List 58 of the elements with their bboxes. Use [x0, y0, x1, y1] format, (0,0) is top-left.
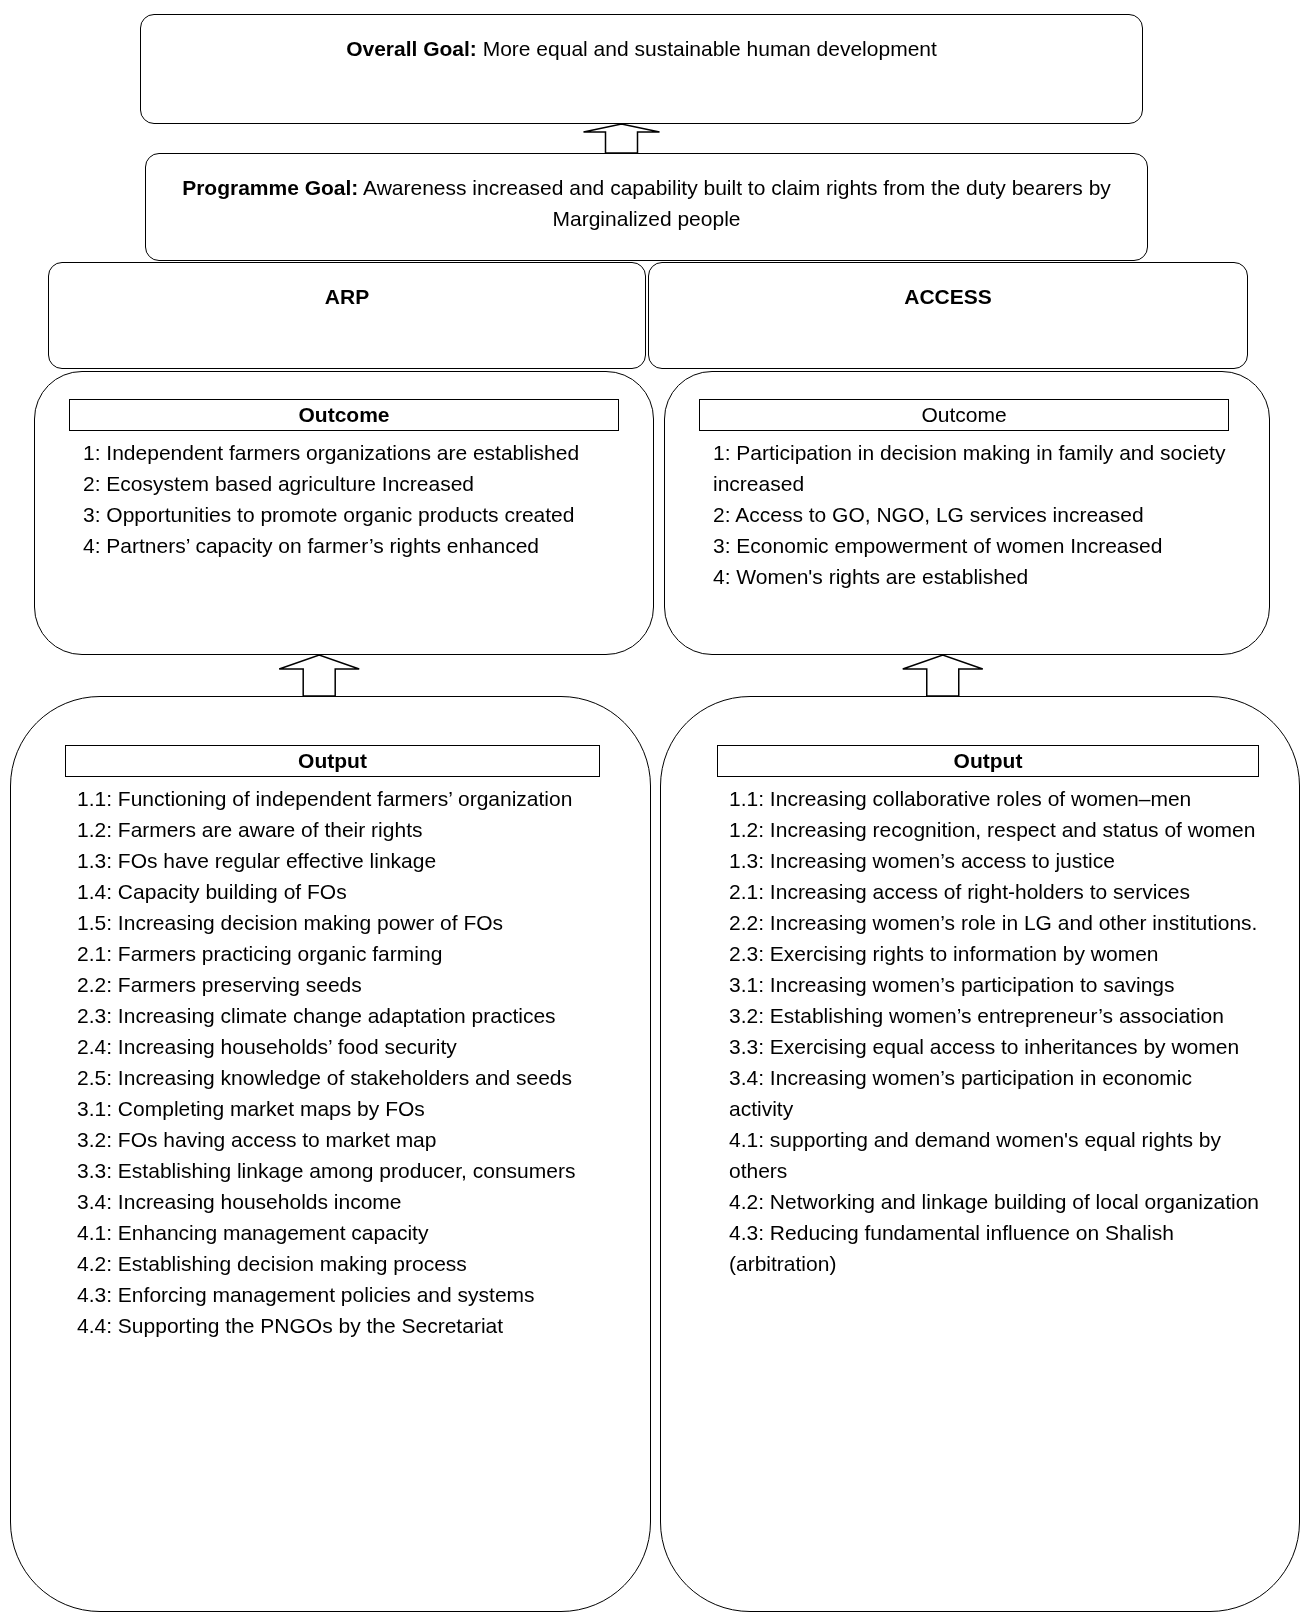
programme-box [48, 262, 646, 369]
goal-text: Programme Goal: Awareness increased and capability built to claim rights from the duty bearers by Marginalized people [181, 175, 1112, 232]
list-item: 3.4: Increasing households income [77, 1189, 403, 1215]
list-item: 2.2: Farmers preserving seeds [77, 972, 363, 998]
block-arrow [278, 654, 360, 697]
list-item: 4.4: Supporting the PNGOs by the Secretariat [77, 1313, 505, 1339]
list-item: 3.2: FOs having access to market map [77, 1127, 438, 1153]
list-item: 3.1: Completing market maps by FOs [77, 1096, 426, 1122]
list-item: 1.1: Functioning of independent farmers’ organization [77, 786, 574, 812]
list-item: 4: Women's rights are established [713, 564, 1030, 590]
list-item: 2.5: Increasing knowledge of stakeholders and seeds [77, 1065, 573, 1091]
list-item: 2: Access to GO, NGO, LG services increased [713, 502, 1145, 528]
goal-text: Overall Goal: More equal and sustainable human development [345, 36, 938, 62]
list-item: 3.4: Increasing women’s participation in economic activity [729, 1065, 1194, 1122]
list-item: 3.3: Establishing linkage among producer, consumers [77, 1158, 577, 1184]
list-item: 1.4: Capacity building of FOs [77, 879, 348, 905]
programme-title: ARP [323, 284, 371, 310]
list-item: 1.5: Increasing decision making power of FOs [77, 910, 505, 936]
list-item: 1: Independent farmers organizations are established [83, 440, 581, 466]
section-heading: Outcome [699, 399, 1229, 431]
block-arrow [582, 123, 661, 154]
list-item: 1.2: Farmers are aware of their rights [77, 817, 424, 843]
output-box [660, 696, 1300, 1612]
list-item: 4.1: Enhancing management capacity [77, 1220, 430, 1246]
list-item: 4.2: Networking and linkage building of local organization [729, 1189, 1259, 1215]
list-item: 3: Economic empowerment of women Increased [713, 533, 1164, 559]
section-heading: Output [717, 745, 1259, 777]
programme-title: ACCESS [903, 284, 993, 310]
goal-box [140, 14, 1143, 124]
list-item: 2.3: Increasing climate change adaptation practices [77, 1003, 557, 1029]
list-item: 2.1: Increasing access of right-holders to services [729, 879, 1192, 905]
output-box [10, 696, 651, 1612]
list-item: 4.1: supporting and demand women's equal rights by others [729, 1127, 1222, 1184]
section-heading: Outcome [69, 399, 619, 431]
list-item: 1: Participation in decision making in family and society increased [713, 440, 1227, 497]
list-item: 4: Partners’ capacity on farmer’s rights enhanced [83, 533, 540, 559]
list-item: 1.3: FOs have regular effective linkage [77, 848, 438, 874]
list-item: 4.2: Establishing decision making process [77, 1251, 468, 1277]
outcome-box [34, 371, 654, 655]
list-item: 3.3: Exercising equal access to inheritances by women [729, 1034, 1241, 1060]
block-arrow [902, 654, 984, 697]
outcome-box [664, 371, 1270, 655]
list-item: 1.2: Increasing recognition, respect and status of women [729, 817, 1257, 843]
list-item: 2.1: Farmers practicing organic farming [77, 941, 444, 967]
list-item: 2.4: Increasing households’ food security [77, 1034, 458, 1060]
list-item: 3: Opportunities to promote organic products created [83, 502, 576, 528]
list-item: 2.2: Increasing women’s role in LG and other institutions. [729, 910, 1259, 936]
list-item: 1.3: Increasing women’s access to justice [729, 848, 1116, 874]
section-heading: Output [65, 745, 600, 777]
list-item: 4.3: Reducing fundamental influence on Shalish (arbitration) [729, 1220, 1175, 1277]
goal-box [145, 153, 1148, 261]
list-item: 3.1: Increasing women’s participation to savings [729, 972, 1176, 998]
list-item: 3.2: Establishing women’s entrepreneur’s association [729, 1003, 1225, 1029]
list-item: 2: Ecosystem based agriculture Increased [83, 471, 476, 497]
programme-box [648, 262, 1248, 369]
list-item: 1.1: Increasing collaborative roles of women–men [729, 786, 1193, 812]
list-item: 4.3: Enforcing management policies and systems [77, 1282, 536, 1308]
list-item: 2.3: Exercising rights to information by women [729, 941, 1160, 967]
